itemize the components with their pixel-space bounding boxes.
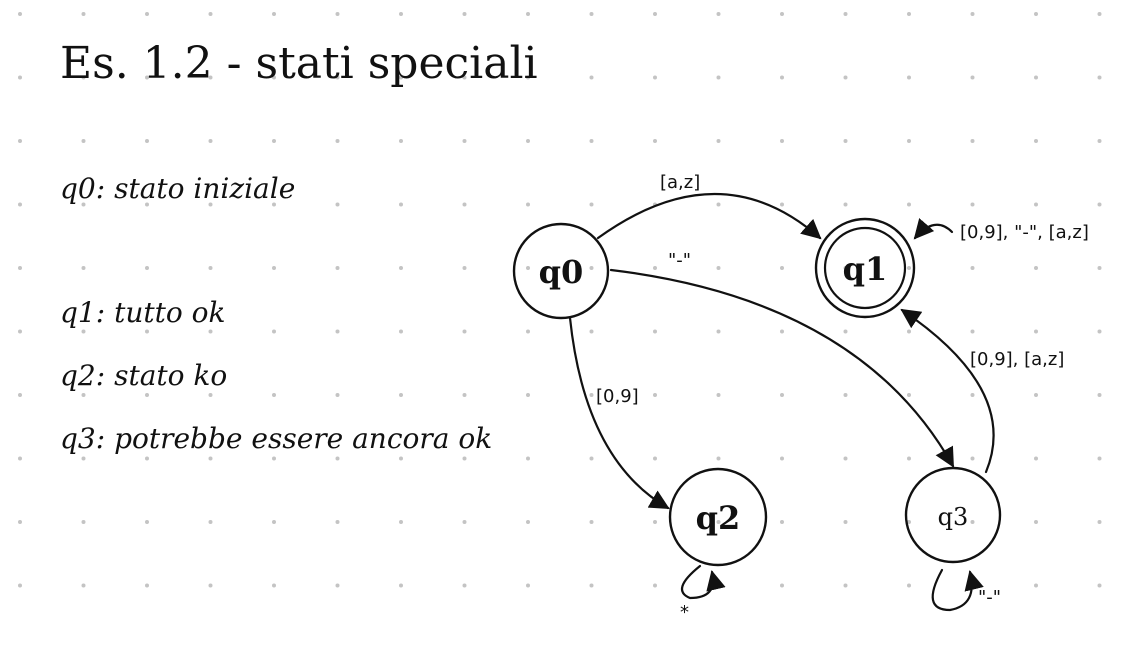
state-q2: q2: [668, 467, 768, 567]
edge-q3-q1: [900, 308, 995, 474]
state-q3: q3: [904, 466, 1002, 564]
label-q1-loop: [0,9], "-", [a,z]: [960, 222, 1089, 243]
label-q3-loop: "-": [978, 587, 1001, 608]
edge-q0-q2: [568, 316, 670, 510]
label-q3-q1: [0,9], [a,z]: [970, 349, 1064, 370]
note-q0: q0: stato iniziale: [60, 172, 295, 205]
note-q3: q3: potrebbe essere ancora ok: [60, 422, 492, 455]
loop-q3: [931, 568, 984, 612]
edge-q0-q1: [596, 193, 822, 240]
note-q1: q1: tutto ok: [60, 296, 225, 329]
state-q3-label: q3: [938, 503, 969, 531]
loop-q1: [913, 218, 954, 240]
state-q0: q0: [512, 222, 610, 320]
state-q2-label: q2: [696, 499, 741, 537]
label-q2-loop: *: [680, 602, 689, 623]
label-q0-q2: [0,9]: [596, 386, 639, 407]
edge-q0-q3: [609, 268, 955, 468]
note-q2: q2: stato ko: [60, 359, 227, 392]
loop-q2: [680, 564, 726, 600]
state-q1-label: q1: [843, 250, 888, 288]
state-q0-label: q0: [539, 253, 584, 291]
page-title: Es. 1.2 - stati speciali: [60, 38, 538, 89]
state-q1: q1: [814, 217, 916, 319]
label-q0-q1: [a,z]: [660, 172, 700, 193]
label-q0-q3: "-": [668, 250, 691, 271]
